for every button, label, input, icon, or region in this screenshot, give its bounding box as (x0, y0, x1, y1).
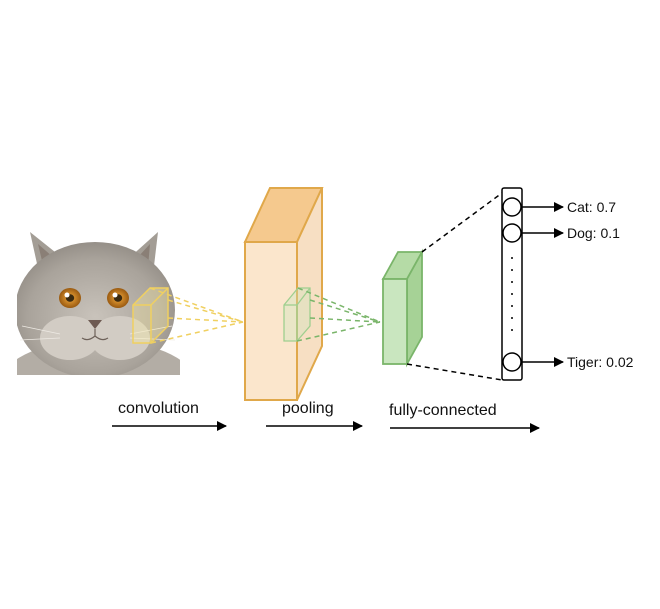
output-node-dog (502, 223, 522, 243)
convolution-receptive-lines (149, 287, 244, 344)
output-label-cat: Cat: 0.7 (567, 199, 616, 215)
output-node-tiger (502, 352, 522, 372)
fc-connection-lines (406, 192, 503, 381)
output-arrows (521, 202, 564, 367)
output-label-tiger: Tiger: 0.02 (567, 354, 634, 370)
output-node-cat (502, 197, 522, 217)
output-label-dog: Dog: 0.1 (567, 225, 620, 241)
stage-label-pooling: pooling (282, 400, 334, 417)
stage-label-fully-connected: fully-connected (389, 402, 497, 419)
ellipsis-dots (511, 257, 513, 331)
fully-connected-layer (501, 187, 523, 381)
pooled-feature-map (381, 248, 424, 368)
pooling-receptive-lines (296, 287, 381, 342)
input-image-cat-photo (17, 225, 180, 375)
stage-label-convolution: convolution (118, 400, 199, 417)
